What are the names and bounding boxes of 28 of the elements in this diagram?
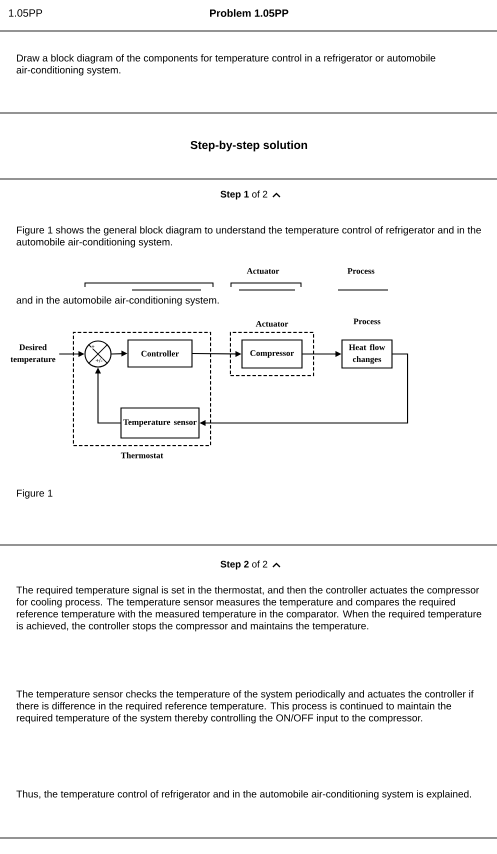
node-label: Thermostat bbox=[120, 452, 164, 458]
step-heading: Step 1 of 2 bbox=[220, 190, 268, 200]
process-box: Heat flow changes bbox=[341, 339, 393, 369]
block-label: Process bbox=[354, 318, 380, 324]
compressor-box: Compressor bbox=[241, 339, 303, 369]
paragraph: Thus, the temperature control of refrigerator and in the automobile air-conditioning system is explained. bbox=[16, 790, 471, 800]
block-label: Actuator bbox=[246, 268, 280, 274]
arrow bbox=[200, 353, 408, 426]
paragraph: The required temperature signal is set in the thermostat, and then the controller actuates the compressor for cooling process. The temperature sensor measures the temperature and compares the required reference temperature with the measured temperature in the comparator. When the required temperature is achieved, the controller stops the compressor and maintains the temperature. bbox=[16, 586, 482, 632]
figure-caption: Figure 1 bbox=[17, 489, 52, 499]
arrow bbox=[112, 350, 128, 356]
paragraph: and in the automobile air-conditioning system. bbox=[16, 296, 219, 306]
step-heading: Step 2 of 2 bbox=[220, 560, 268, 570]
controller-box: Controller bbox=[127, 339, 193, 368]
arrow bbox=[192, 351, 242, 357]
paragraph: Figure 1 shows the general block diagram to understand the temperature control of refrigerator and in the automobile air-conditioning system. bbox=[16, 226, 481, 248]
section-heading: Step-by-step solution bbox=[190, 140, 308, 152]
sensor-box: Temperature sensor bbox=[120, 407, 200, 439]
arrow bbox=[95, 368, 120, 424]
node-label: Actuator bbox=[256, 320, 288, 327]
input-label: Desired temperature bbox=[10, 344, 56, 364]
block-label: Process bbox=[348, 268, 374, 274]
problem-number: 1.05PP bbox=[9, 9, 42, 17]
paragraph: The temperature sensor checks the temperature of the system periodically and actuates the controller if there is difference in the required reference temperature. This process is continued to maintain the required temperature of the system thereby controlling the ON/OFF input to the compressor. bbox=[16, 690, 474, 724]
problem-statement: Draw a block diagram of the components for temperature control in a refrigerator or automobile air-conditioning system. bbox=[16, 54, 436, 76]
arrow bbox=[59, 351, 84, 357]
arrow bbox=[302, 351, 342, 357]
page-title: Problem 1.05PP bbox=[210, 9, 288, 17]
